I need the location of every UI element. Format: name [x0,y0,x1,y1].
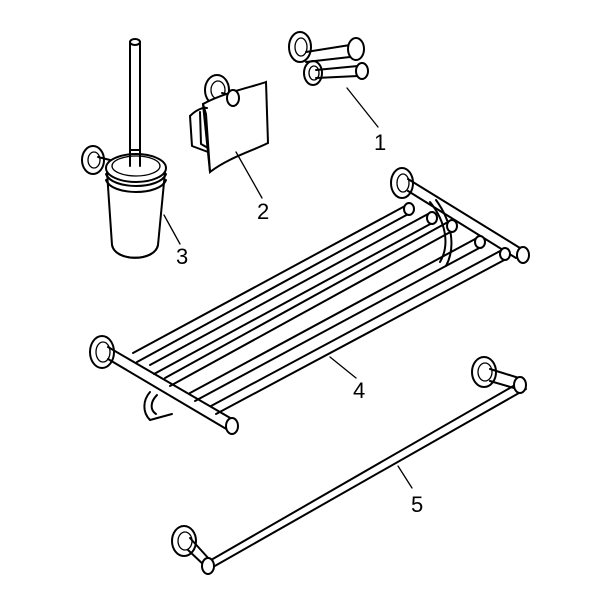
callout-2: 2 [257,199,270,224]
toilet-brush-drawing [81,38,167,259]
towel-rack-drawing [89,167,530,435]
leader-line-5 [397,465,413,489]
leader-line-2 [235,151,263,199]
towel-bar-drawing [171,356,527,575]
paper-holder-drawing [189,74,270,174]
leader-line-3 [163,214,181,245]
callout-3: 3 [176,244,189,269]
leader-line-4 [329,356,357,379]
callout-5: 5 [411,492,424,517]
leader-line-1 [346,87,379,128]
callout-4: 4 [353,378,366,403]
robe-hook-drawing [288,31,369,86]
callout-1: 1 [374,130,387,155]
